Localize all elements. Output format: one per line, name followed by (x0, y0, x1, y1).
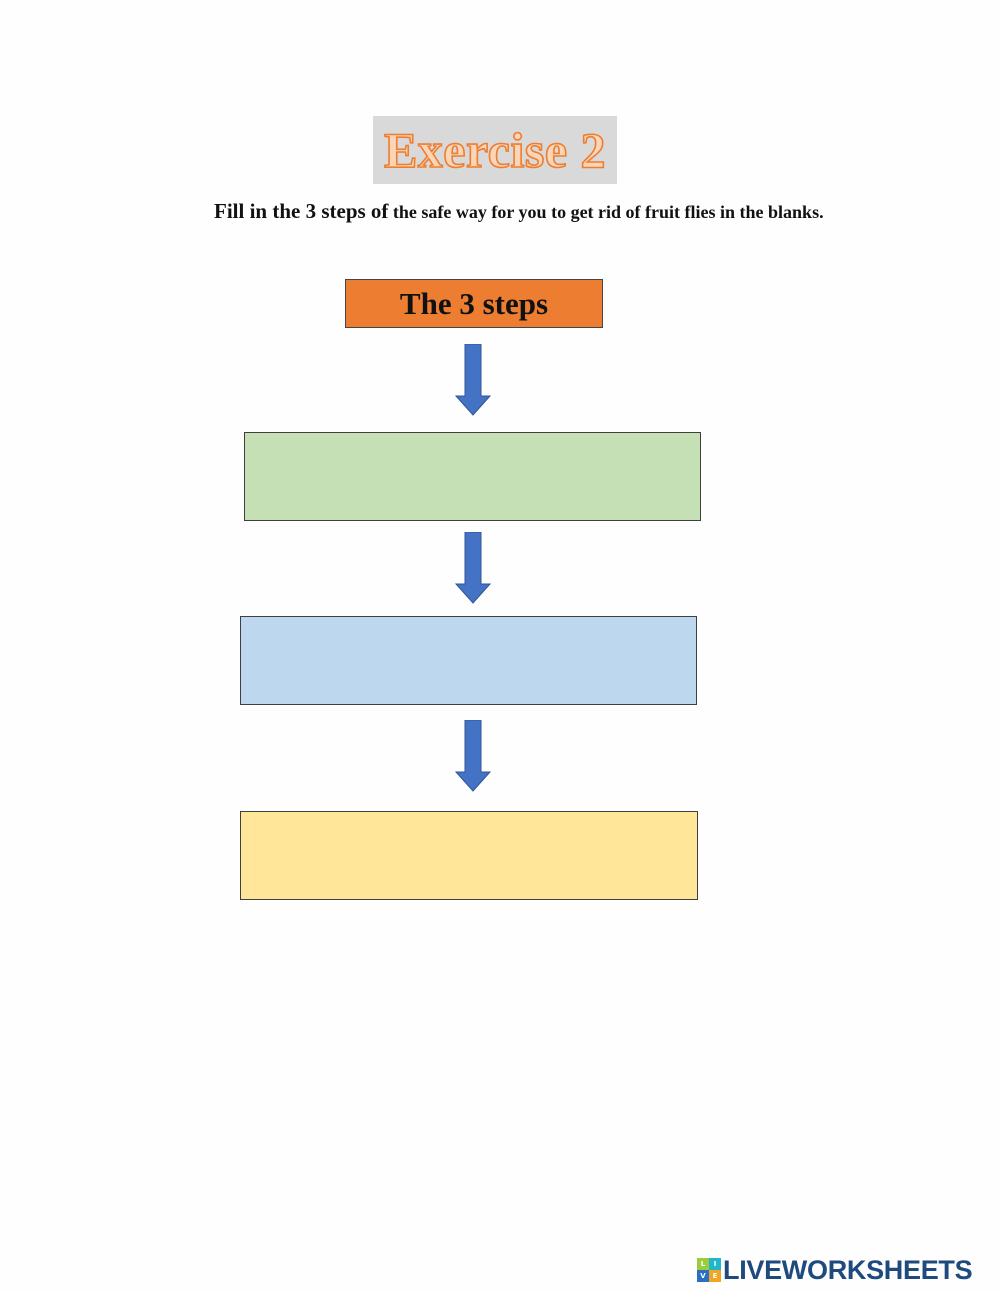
instructions-lead: Fill in the 3 steps of (214, 199, 389, 223)
logo-letter: E (709, 1270, 721, 1282)
down-arrow-icon (455, 344, 491, 416)
step-3-blank[interactable] (240, 811, 698, 900)
logo-letter: I (709, 1258, 721, 1270)
step-1-blank[interactable] (244, 432, 701, 521)
brand-name: LIVEWORKSHEETS (723, 1254, 973, 1285)
down-arrow-icon (455, 532, 491, 604)
instructions-rest: the safe way for you to get rid of fruit… (388, 202, 824, 222)
down-arrow-icon (455, 720, 491, 792)
logo-letter: V (697, 1270, 709, 1282)
liveworksheets-logo: L I V E LIVEWORKSHEETS (697, 1254, 973, 1285)
steps-header-box: The 3 steps (345, 279, 603, 328)
logo-letter: L (697, 1258, 709, 1270)
exercise-title: Exercise 2 (373, 116, 617, 184)
live-logo-icon: L I V E (697, 1258, 721, 1282)
step-2-blank[interactable] (240, 616, 697, 705)
instructions-text: Fill in the 3 steps of the safe way for … (152, 198, 852, 227)
